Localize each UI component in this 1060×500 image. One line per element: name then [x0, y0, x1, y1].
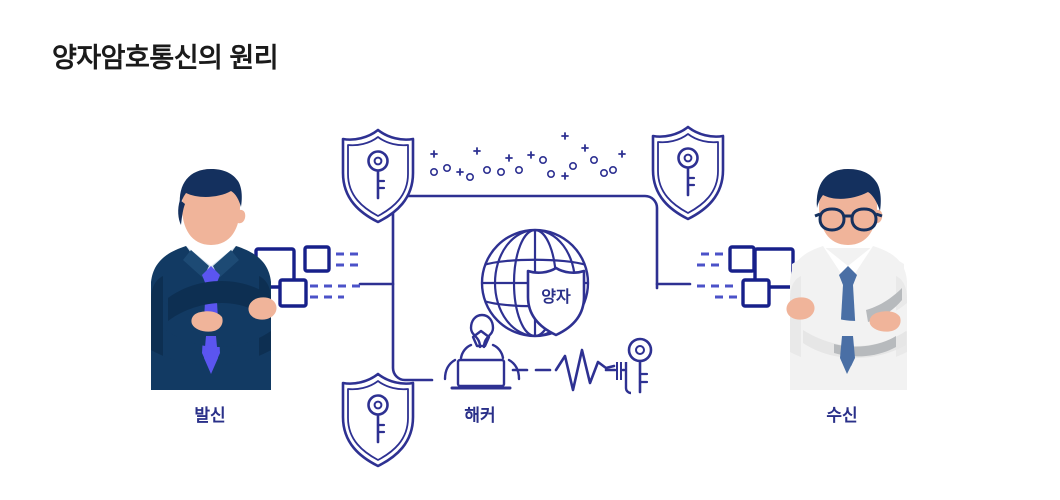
hacker-label: 해커 [464, 406, 496, 425]
page-title: 양자암호통신의 원리 [52, 43, 279, 73]
hacker-signal-line [511, 348, 626, 392]
center-frame [358, 194, 692, 382]
sender-label: 발신 [194, 406, 226, 425]
left-data-blocks [254, 245, 362, 308]
receiver-person [786, 169, 907, 390]
sender-person [151, 169, 277, 390]
shield-key-bottom-left [341, 372, 415, 468]
shield-key-top-left [341, 128, 415, 224]
key-icon [616, 337, 653, 395]
receiver-label: 수신 [826, 406, 858, 425]
center-shield-icon: 양자 [526, 266, 586, 337]
shield-key-top-right [651, 125, 725, 221]
right-data-blocks [697, 245, 795, 308]
quantum-particles [429, 132, 626, 182]
hacker-icon [443, 313, 521, 390]
glasses-icon [814, 207, 883, 232]
center-shield-label: 양자 [541, 288, 571, 306]
